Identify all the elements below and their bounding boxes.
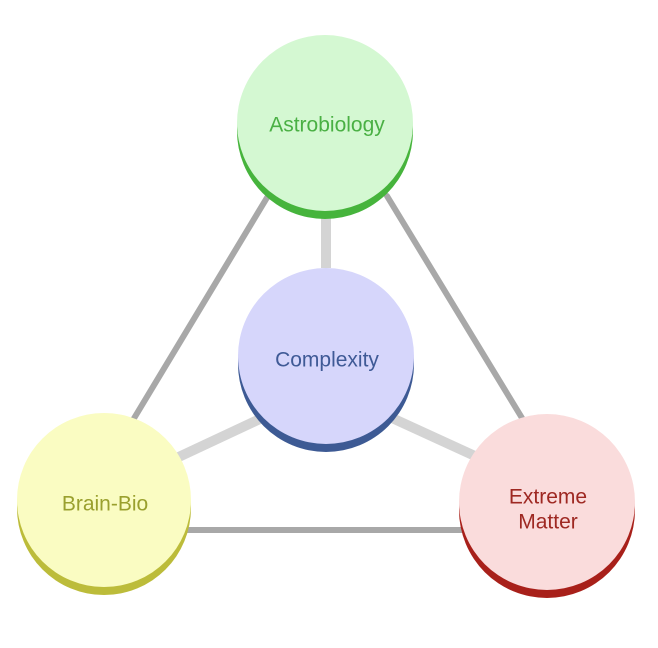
node-label-extreme-matter-line-2: Matter (518, 511, 578, 534)
node-brain-bio: Brain-Bio (17, 413, 191, 595)
node-label-astrobiology: Astrobiology (269, 114, 385, 137)
node-label-complexity: Complexity (275, 349, 379, 372)
node-label-extreme-matter-line-1: Extreme (509, 486, 587, 509)
node-complexity: Complexity (238, 268, 414, 452)
node-extreme-matter: Extreme Matter (459, 414, 635, 598)
edge-astrobiology-brain-bio (130, 193, 271, 423)
edge-astrobiology-extreme-matter (384, 193, 525, 421)
spoke-complexity-brain-bio (165, 413, 265, 467)
node-label-brain-bio: Brain-Bio (62, 493, 148, 516)
spoke-complexity-extreme-matter (389, 413, 491, 467)
node-astrobiology: Astrobiology (237, 35, 413, 219)
